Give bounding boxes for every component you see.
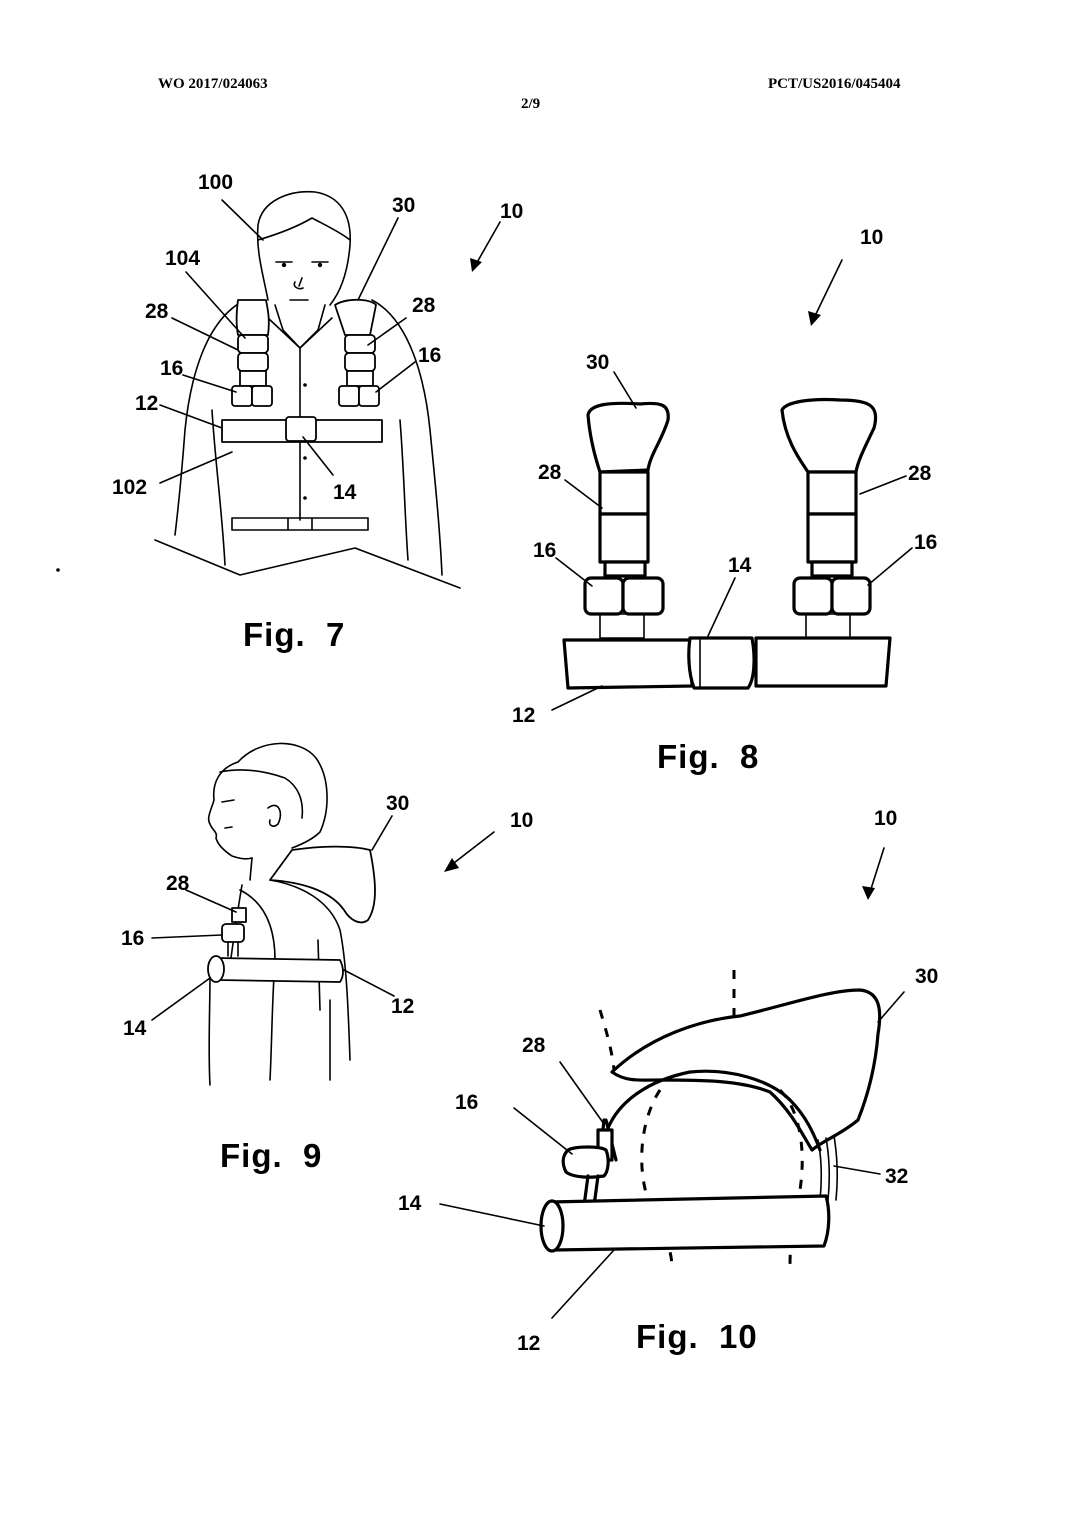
fig9-caption: Fig. 9: [220, 1137, 323, 1174]
fig8-illustration: [551, 259, 913, 711]
fig10-ref-16: 16: [455, 1091, 479, 1114]
fig7-ref-104: 104: [165, 247, 201, 270]
fig8-ref-30: 30: [586, 351, 610, 374]
fig10-illustration: [439, 847, 905, 1319]
fig9-ref-12: 12: [391, 995, 415, 1018]
fig7-caption: Fig. 7: [243, 616, 346, 653]
fig7-ref-10: 10: [500, 200, 524, 223]
fig7-ref-16-right: 16: [418, 344, 442, 367]
publication-number: WO 2017/024063: [158, 76, 268, 92]
fig10-ref-14: 14: [398, 1192, 422, 1215]
fig10-ref-28: 28: [522, 1034, 546, 1057]
fig7-illustration: [154, 190, 501, 589]
fig8-ref-16-left: 16: [533, 539, 557, 562]
fig8-ref-14: 14: [728, 554, 752, 577]
fig10-caption: Fig. 10: [636, 1318, 758, 1355]
application-number: PCT/US2016/045404: [768, 76, 901, 92]
fig9-ref-28: 28: [166, 872, 190, 895]
fig7-ref-28-right: 28: [412, 294, 436, 317]
fig7-ref-102: 102: [112, 476, 148, 499]
fig8-ref-28-left: 28: [538, 461, 562, 484]
fig9-ref-14: 14: [123, 1017, 147, 1040]
fig9-illustration: [151, 742, 495, 1086]
fig7-ref-16-left: 16: [160, 357, 184, 380]
fig9-ref-30: 30: [386, 792, 410, 815]
fig7-ref-30: 30: [392, 194, 416, 217]
fig8-ref-10: 10: [860, 226, 884, 249]
fig8-ref-16-right: 16: [914, 531, 938, 554]
sheet-number: 2/9: [521, 96, 541, 112]
fig9-ref-10: 10: [510, 809, 534, 832]
fig10-ref-12: 12: [517, 1332, 541, 1355]
fig9-ref-16: 16: [121, 927, 145, 950]
fig10-ref-32: 32: [885, 1165, 909, 1188]
fig7-ref-28-left: 28: [145, 300, 169, 323]
fig10-ref-10: 10: [874, 807, 898, 830]
fig7-ref-14: 14: [333, 481, 357, 504]
fig7-ref-100: 100: [198, 171, 234, 194]
fig10-ref-30: 30: [915, 965, 939, 988]
fig7-ref-12: 12: [135, 392, 159, 415]
fig8-caption: Fig. 8: [657, 738, 760, 775]
fig8-ref-28-right: 28: [908, 462, 932, 485]
fig8-ref-12: 12: [512, 704, 536, 727]
